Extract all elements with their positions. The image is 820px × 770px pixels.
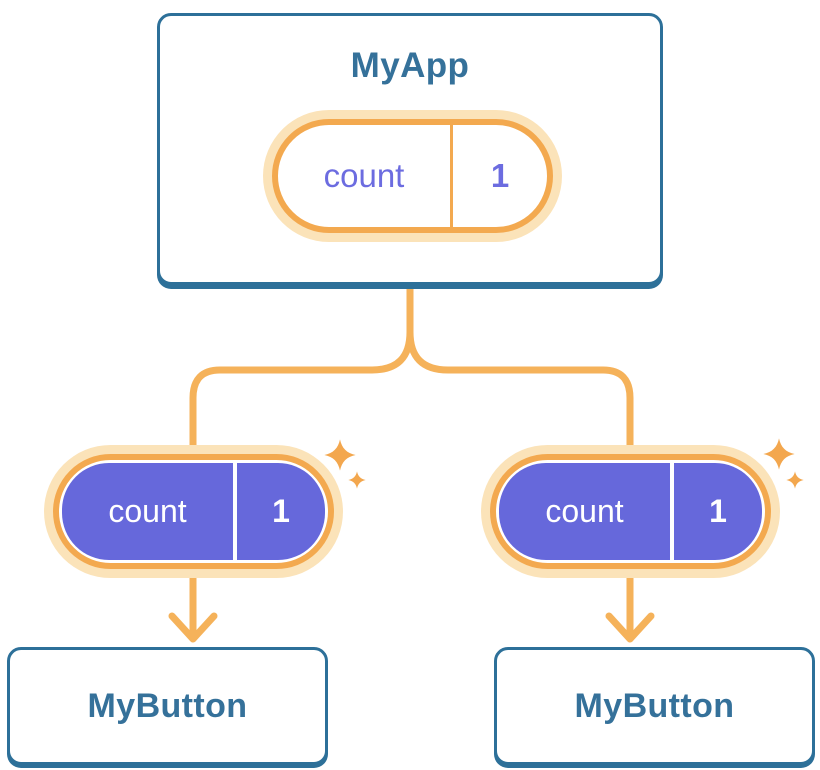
left-button-node: MyButton (7, 647, 328, 765)
arrow-down-icon (168, 573, 218, 643)
pill-inner: count 1 (499, 463, 762, 560)
state-name-label: count (108, 493, 187, 529)
arrow-down-icon (605, 573, 655, 643)
pill-divider (450, 125, 453, 227)
pill-divider (233, 463, 237, 560)
state-value-label: 1 (490, 157, 510, 194)
sparkle-icon (786, 471, 804, 489)
right-button-node: MyButton (494, 647, 815, 765)
sparkle-icon (763, 438, 795, 470)
left-prop-pill: count 1 (53, 454, 334, 569)
app-node-title: MyApp (350, 46, 470, 85)
tree-connector-right (406, 284, 634, 456)
state-value-label: 1 (272, 493, 290, 529)
tree-connector-left (189, 284, 414, 456)
state-name-label: count (545, 493, 624, 529)
right-prop-pill: count 1 (490, 454, 771, 569)
app-node: MyApp (157, 13, 663, 285)
button-node-title: MyButton (87, 686, 248, 725)
state-value-label: 1 (709, 493, 727, 529)
pill-divider (670, 463, 674, 560)
button-node-title: MyButton (574, 686, 735, 725)
sparkle-icon (348, 471, 366, 489)
state-name-label: count (323, 157, 405, 194)
sparkle-icon (324, 439, 356, 471)
pill-inner: count 1 (62, 463, 325, 560)
root-state-pill: count 1 (272, 119, 553, 233)
